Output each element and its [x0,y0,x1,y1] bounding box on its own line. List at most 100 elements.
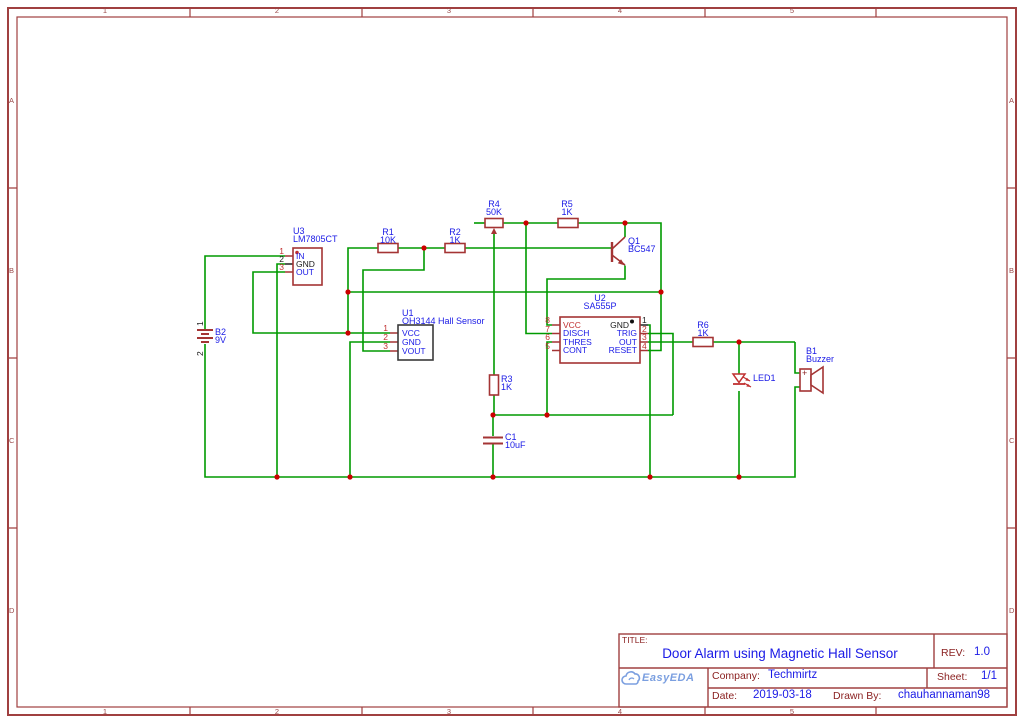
u1-value[interactable]: OH3144 Hall Sensor [402,316,485,326]
resistor-r1[interactable] [377,242,399,254]
r2-ref[interactable]: R2 [449,227,461,237]
potentiometer-r4[interactable] [484,217,504,229]
wires[interactable] [204,222,801,478]
wire [648,332,674,415]
rev-value: 1.0 [974,646,990,658]
date-label: Date: [712,690,738,702]
row-label: A [9,96,15,105]
pin-stubs-gnd [285,263,648,326]
wire [794,342,801,374]
r3-ref[interactable]: R3 [501,374,513,384]
wire [577,222,662,352]
col-label: 1 [102,6,108,15]
wire [525,223,552,335]
capacitor-c1[interactable] [483,436,503,445]
pin-stubs [285,255,648,352]
r1-value[interactable]: 10K [379,235,396,245]
wire [648,324,651,477]
u1-pin-num: 3 [383,341,388,351]
pot-wiper-arrow [491,228,497,234]
u3-pin-num: 3 [279,262,284,272]
b2-value[interactable]: 9V [215,335,227,345]
u3-pin-name: GND [296,258,315,269]
r1-ref[interactable]: R1 [382,227,394,237]
junction-dots [274,220,742,480]
led1-symbol[interactable] [731,373,752,388]
title-label: TITLE: [622,635,648,645]
r3-value[interactable]: 1K [501,382,513,392]
u2-value[interactable]: SA555P [583,301,617,311]
q1-value[interactable]: BC547 [628,244,656,254]
u2-pin-name: VCC [563,319,581,330]
u3-value[interactable]: LM7805CT [293,234,338,244]
col-label: 5 [789,6,795,15]
row-label: B [1009,266,1015,275]
easyeda-logo-icon [621,671,641,685]
r5-value[interactable]: 1K [561,207,573,217]
sheet-border [7,7,1017,716]
u2-pin-name: RESET [608,345,637,355]
row-label: C [1009,436,1015,445]
col-label: 2 [274,6,280,15]
company-label: Company: [712,670,760,682]
r4-ref[interactable]: R4 [488,199,500,209]
battery-b2[interactable] [197,329,213,343]
b1-value[interactable]: Buzzer [806,354,835,364]
easyeda-logo-text: EasyEDA [642,672,695,684]
r2-value[interactable]: 1K [449,235,461,245]
ic-u2-body[interactable] [559,316,641,364]
resistor-r3[interactable] [488,374,500,396]
u2-pin-name: GND [610,319,629,330]
col-label: 3 [446,6,452,15]
u1-pin-name: GND [402,336,421,347]
u2-pin-name: CONT [563,345,588,355]
wire [347,247,378,333]
c1-value[interactable]: 10uF [505,440,526,450]
wire [546,265,626,326]
ic-u1-body[interactable] [397,324,434,361]
resistor-r5[interactable] [557,217,579,229]
u2-pin-num: 5 [545,340,550,351]
sheet-label: Sheet: [937,671,968,683]
resistor-r6[interactable] [692,336,714,348]
led1-ref[interactable]: LED1 [753,373,776,383]
u1-pin-num: 1 [383,323,388,333]
resistor-r2[interactable] [444,242,466,254]
u3-ref[interactable]: U3 [293,226,305,236]
wire [276,263,285,477]
u2-pin-num: 1 [642,315,647,325]
u2-ref[interactable]: U2 [594,293,606,303]
col-label: 2 [274,707,280,716]
transistor-q1[interactable] [610,236,626,266]
b2-pin-num: 1 [195,321,205,326]
date-value: 2019-03-18 [753,689,812,701]
wire [252,271,348,334]
u2-pin-num: 2 [642,323,647,334]
r6-value[interactable]: 1K [697,328,709,338]
u2-pin1-dot [630,319,634,324]
r4-value[interactable]: 50K [485,207,502,217]
u2-pin-name: THRES [563,336,592,347]
u1-pin-name: VCC [402,327,420,338]
q1-ref[interactable]: Q1 [628,236,641,246]
rev-label: REV: [941,647,966,659]
b2-ref[interactable]: B2 [215,327,227,337]
b1-polarity: + [802,368,808,378]
b1-ref[interactable]: B1 [806,346,818,356]
u3-pin1-dot [295,250,299,255]
row-label: D [1009,606,1015,615]
buzzer-b1-horn[interactable] [810,365,824,395]
r5-ref[interactable]: R5 [561,199,573,209]
u1-pin-name: VOUT [402,345,426,356]
r6-ref[interactable]: R6 [697,320,709,330]
col-label: 3 [446,707,452,716]
u2-pin-num: 8 [545,315,550,325]
c1-ref[interactable]: C1 [505,432,517,442]
u1-ref[interactable]: U1 [402,308,414,318]
ic-u3-body[interactable] [292,247,323,286]
u2-pin-name: TRIG [616,328,637,338]
company-value: Techmirtz [768,669,818,681]
row-label: A [1009,96,1015,105]
